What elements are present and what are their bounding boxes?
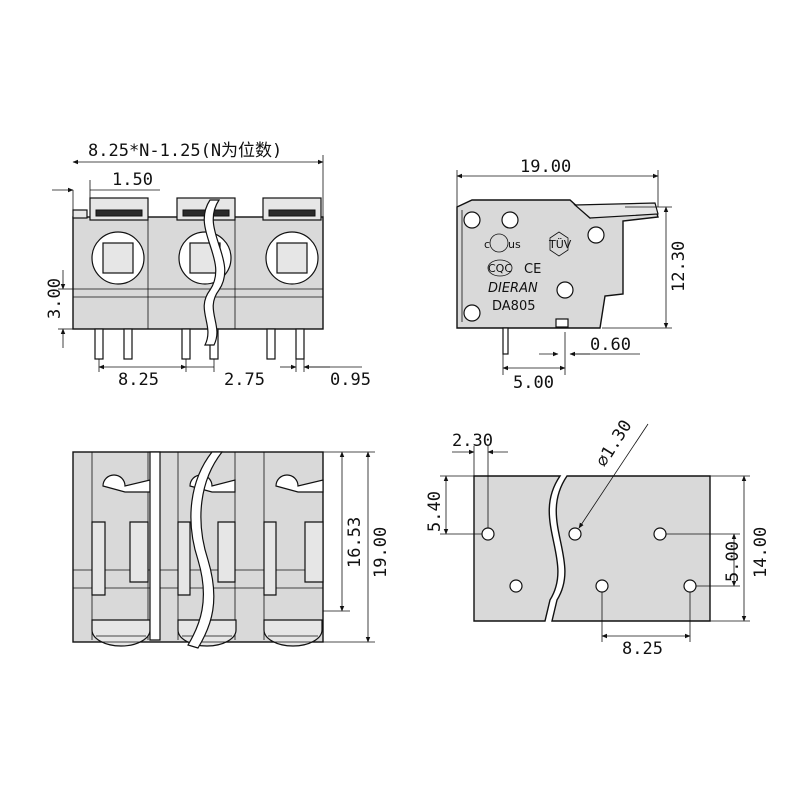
pcb-hole <box>653 527 667 541</box>
cert-ul-prefix: c <box>484 238 490 251</box>
pcb-dim-14-00: 14.00 <box>751 527 771 578</box>
top-view: 16.53 19.00 <box>72 451 391 649</box>
side-body <box>456 199 659 329</box>
wire-entry <box>265 231 319 285</box>
cert-ul-suffix: us <box>508 238 521 251</box>
pcb-dim-8-25: 8.25 <box>622 639 663 659</box>
side-view: c us TÜV CQC CE DIERAN DA805 19.00 12.30… <box>456 157 689 393</box>
pcb-dim-5-00: 5.00 <box>723 541 743 582</box>
front-dim-1-50: 1.50 <box>112 170 153 190</box>
pcb-dim-5-40: 5.40 <box>425 491 445 532</box>
pcb-hole <box>568 527 582 541</box>
top-dim-19-00: 19.00 <box>371 527 391 578</box>
side-dim-5-00: 5.00 <box>513 373 554 393</box>
model-label: DA805 <box>492 299 536 314</box>
cert-tuv: TÜV <box>548 238 572 251</box>
pcb-hole <box>683 579 697 593</box>
front-dim-8-25: 8.25 <box>118 370 159 390</box>
pcb-dim-hole-dia: ⌀1.30 <box>592 417 636 471</box>
front-dim-0-95: 0.95 <box>330 370 371 390</box>
cert-ce: CE <box>524 262 541 277</box>
pcb-hole <box>509 579 523 593</box>
front-dim-3-00: 3.00 <box>45 278 65 319</box>
cert-cqc: CQC <box>488 262 512 275</box>
top-dim-16-53: 16.53 <box>345 517 365 568</box>
side-dim-12-30: 12.30 <box>669 241 689 292</box>
side-dim-0-60: 0.60 <box>590 335 631 355</box>
cert-marks: c us TÜV CQC CE <box>484 231 572 277</box>
pcb-hole <box>481 527 495 541</box>
pcb-dim-2-30: 2.30 <box>452 431 493 451</box>
pcb-outline-right <box>551 475 711 622</box>
pcb-hole <box>595 579 609 593</box>
front-dim-2-75: 2.75 <box>224 370 265 390</box>
pcb-layout: 2.30 ⌀1.30 5.40 5.00 14.00 8.25 <box>425 417 771 659</box>
wire-entry <box>91 231 145 285</box>
side-dim-19-00: 19.00 <box>520 157 571 177</box>
front-view: 8.25*N-1.25(N为位数) 1.50 3.00 8.25 2.75 0.… <box>45 141 371 390</box>
front-pitch-formula: 8.25*N-1.25(N为位数) <box>88 141 282 161</box>
brand-label: DIERAN <box>488 281 538 296</box>
pcb-outline-left <box>473 475 562 622</box>
